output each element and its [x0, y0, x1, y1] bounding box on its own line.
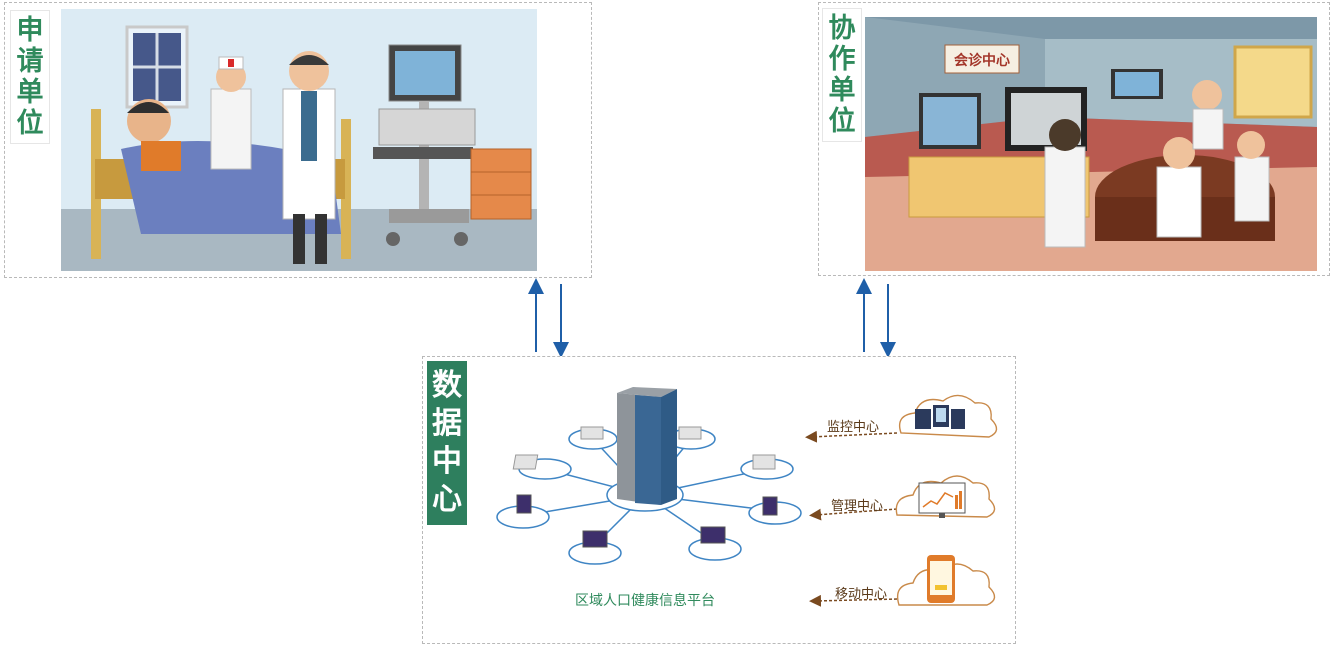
- request-unit-panel: 申 请 单 位: [4, 2, 592, 278]
- request-unit-title: 申 请 单 位: [11, 11, 49, 143]
- data-center-title: 数 据 中 心: [427, 361, 467, 525]
- room-sign: 会诊中心: [954, 52, 1010, 69]
- mobile-phone-icon: [927, 555, 955, 603]
- cooperate-unit-title: 协 作 单 位: [823, 9, 861, 141]
- monitoring-arrow: [805, 430, 898, 443]
- service-label-mobile: 移动中心: [835, 587, 887, 602]
- chart-monitor-icon: [918, 482, 966, 518]
- laptop-icons: [512, 426, 778, 548]
- management-arrow: [809, 508, 898, 521]
- ward-illustration: [61, 9, 537, 271]
- platform-network-diagram: 区域人口健康信息平台 监控中心 管理中心 移动中心: [496, 387, 998, 609]
- mobile-arrow: [809, 594, 898, 607]
- service-label-monitoring: 监控中心: [827, 420, 879, 435]
- service-label-management: 管理中心: [831, 499, 883, 514]
- consultation-room-illustration: 会诊中心: [865, 17, 1317, 271]
- server-tower-icon: [617, 387, 677, 505]
- monitor-screens-icon: [915, 405, 965, 429]
- platform-label: 区域人口健康信息平台: [575, 592, 715, 609]
- cooperate-unit-panel: 协 作 单 位 会诊中心: [818, 2, 1330, 276]
- data-center-panel: 数 据 中 心: [422, 356, 1016, 644]
